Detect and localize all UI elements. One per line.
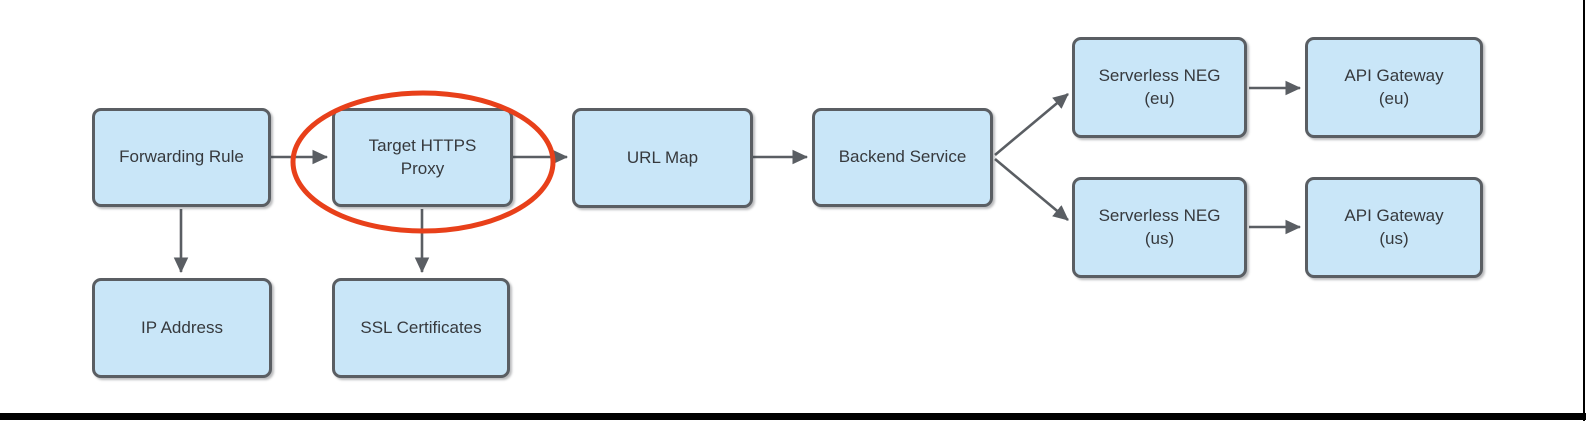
node-label-ssl-certificates: SSL Certificates xyxy=(360,317,482,337)
node-label-target-https-proxy: Target HTTPS Proxy xyxy=(368,135,477,178)
node-label-serverless-neg-eu: Serverless NEG (eu) xyxy=(1098,65,1221,108)
node-label-url-map: URL Map xyxy=(626,147,699,167)
node-ip-address: IP Address xyxy=(92,278,272,378)
node-serverless-neg-us: Serverless NEG (us) xyxy=(1072,177,1247,278)
node-api-gateway-eu: API Gateway (eu) xyxy=(1305,37,1483,138)
node-label-ip-address: IP Address xyxy=(141,317,223,337)
node-label-api-gateway-eu: API Gateway (eu) xyxy=(1344,65,1444,108)
node-api-gateway-us: API Gateway (us) xyxy=(1305,177,1483,278)
node-label-backend-service: Backend Service xyxy=(838,147,967,167)
node-forwarding-rule: Forwarding Rule xyxy=(92,108,271,207)
node-url-map: URL Map xyxy=(572,108,753,208)
frame-right-line xyxy=(1583,0,1585,421)
node-label-serverless-neg-us: Serverless NEG (us) xyxy=(1098,205,1221,248)
node-label-api-gateway-us: API Gateway (us) xyxy=(1344,205,1444,248)
node-ssl-certificates: SSL Certificates xyxy=(332,278,510,378)
node-target-https-proxy: Target HTTPS Proxy xyxy=(332,108,513,207)
frame-bottom-bar xyxy=(0,413,1586,420)
node-serverless-neg-eu: Serverless NEG (eu) xyxy=(1072,37,1247,138)
node-label-forwarding-rule: Forwarding Rule xyxy=(119,147,244,167)
node-backend-service: Backend Service xyxy=(812,108,993,207)
